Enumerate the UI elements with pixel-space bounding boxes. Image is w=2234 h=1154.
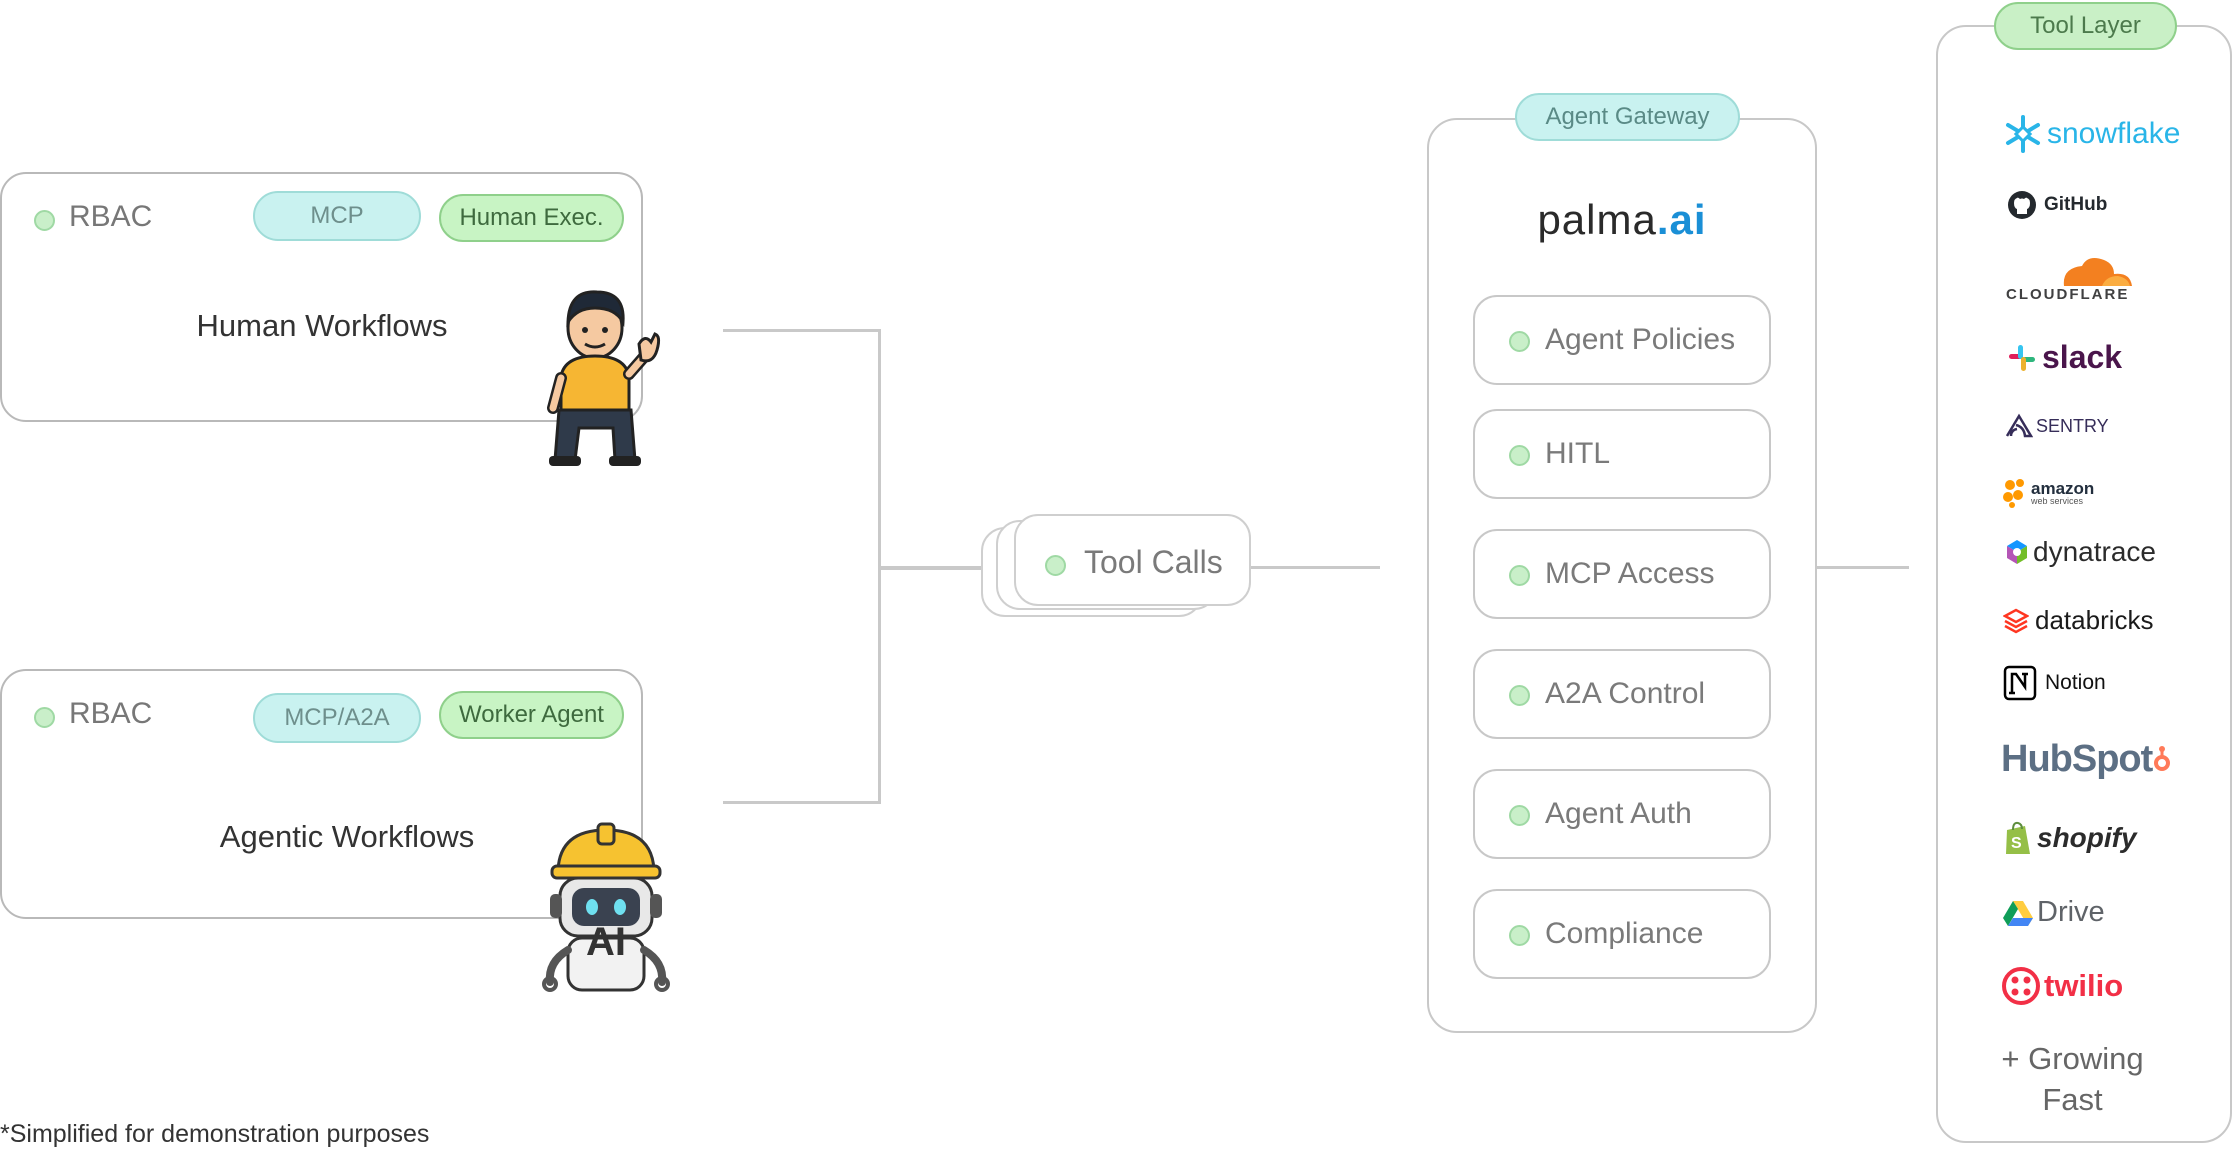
slack-icon	[2009, 344, 2035, 371]
policy-label: A2A Control	[1545, 677, 1706, 710]
policy-status-dot	[1509, 445, 1530, 466]
policy-status-dot	[1509, 685, 1530, 706]
connector-to-gateway	[1250, 566, 1380, 569]
connector-to-tool-calls	[881, 566, 981, 570]
rbac-status-dot	[34, 210, 55, 231]
policy-agent-policies: Agent Policies	[1473, 295, 1771, 385]
connector-vertical	[878, 329, 881, 804]
policy-agent-auth: Agent Auth	[1473, 769, 1771, 859]
brand-main: palma	[1537, 196, 1657, 243]
policy-status-dot	[1509, 925, 1530, 946]
agentic-workflows-title: Agentic Workflows	[219, 819, 475, 854]
sentry-icon	[2005, 413, 2033, 438]
logo-github: GitHub	[2007, 190, 2107, 220]
tool-calls-status-dot	[1045, 555, 1066, 576]
rbac-label: RBAC	[69, 697, 153, 730]
logo-notion: Notion	[2003, 665, 2106, 701]
policy-label: HITL	[1545, 437, 1611, 470]
human-exec-tag: Human Exec.	[439, 194, 624, 242]
policy-label: Compliance	[1545, 917, 1704, 950]
snowflake-icon	[2006, 115, 2040, 153]
robot-ai-badge: AI	[586, 920, 626, 964]
policy-label: MCP Access	[1545, 557, 1715, 590]
dynatrace-icon	[2007, 540, 2027, 564]
logo-sentry-label: SENTRY	[2036, 415, 2109, 436]
logo-drive-label: Drive	[2037, 896, 2105, 928]
logo-sentry: SENTRY	[2005, 413, 2109, 439]
tool-calls-card: Tool Calls	[1014, 514, 1251, 606]
mcp-a2a-tag: MCP/A2A	[253, 693, 421, 743]
logo-dynatrace: dynatrace	[2003, 536, 2156, 568]
logo-shopify-label: shopify	[2037, 822, 2137, 853]
worker-agent-tag: Worker Agent	[439, 691, 624, 739]
tool-calls-label: Tool Calls	[1084, 544, 1223, 580]
cloud-icon	[2063, 258, 2132, 286]
logo-databricks: databricks	[2003, 605, 2154, 636]
growing-fast-label: + Growing Fast	[2001, 1041, 2144, 1117]
logo-snowflake: snowflake	[2003, 114, 2180, 154]
human-workflows-title: Human Workflows	[196, 308, 448, 343]
agentic-workflows-panel: RBAC MCP/A2A Worker Agent Agentic Workfl…	[0, 669, 643, 919]
logo-cloudflare: CLOUDFLARE	[2006, 256, 2136, 303]
logo-shopify: S shopify	[2003, 820, 2137, 856]
logo-aws-sublabel: web services	[2031, 496, 2084, 506]
agent-gateway-header: Agent Gateway	[1515, 93, 1740, 141]
tool-layer-header: Tool Layer	[1994, 2, 2177, 50]
logo-twilio-label: twilio	[2044, 968, 2124, 1003]
human-workflows-panel: RBAC MCP Human Exec. Human Workflows	[0, 172, 643, 422]
tool-layer-panel	[1936, 25, 2232, 1143]
logo-notion-label: Notion	[2045, 671, 2106, 694]
robot-figure-icon	[542, 822, 670, 992]
aws-text: amazon web services	[2031, 480, 2094, 506]
palma-ai-logo: palma.ai	[1427, 196, 1817, 244]
policy-label: Agent Auth	[1545, 797, 1692, 830]
connector-human	[723, 329, 881, 332]
drive-icon	[2003, 900, 2033, 926]
logo-slack-label: slack	[2042, 339, 2123, 375]
svg-text:S: S	[2011, 835, 2022, 852]
policy-compliance: Compliance	[1473, 889, 1771, 979]
connector-to-tool-layer	[1817, 566, 1909, 569]
connector-agentic	[723, 801, 881, 804]
policy-a2a-control: A2A Control	[1473, 649, 1771, 739]
aws-icon	[2003, 479, 2024, 508]
logo-dynatrace-label: dynatrace	[2033, 536, 2156, 567]
logo-cloudflare-label: CLOUDFLARE	[2006, 286, 2130, 303]
human-figure-icon	[547, 290, 661, 466]
logo-drive: Drive	[2002, 896, 2105, 929]
policy-status-dot	[1509, 565, 1530, 586]
logo-aws-label: amazon	[2031, 479, 2095, 498]
mcp-tag: MCP	[253, 191, 421, 241]
footnote: *Simplified for demonstration purposes	[0, 1120, 430, 1148]
github-icon	[2008, 191, 2036, 219]
logo-hubspot-label: HubSpot	[2001, 738, 2153, 780]
policy-status-dot	[1509, 805, 1530, 826]
hubspot-icon	[2154, 745, 2171, 771]
policy-hitl: HITL	[1473, 409, 1771, 499]
twilio-icon	[2002, 967, 2040, 1005]
logo-slack: slack	[2006, 339, 2122, 376]
notion-icon	[2003, 665, 2037, 701]
logo-twilio: twilio	[2001, 966, 2123, 1006]
shopify-icon: S	[2006, 821, 2030, 854]
logo-hubspot: HubSpot	[2001, 738, 2172, 781]
brand-suffix: .ai	[1656, 196, 1707, 243]
databricks-icon	[2003, 608, 2029, 633]
logo-aws: amazon web services	[2002, 477, 2094, 509]
rbac-status-dot	[34, 707, 55, 728]
logo-databricks-label: databricks	[2035, 605, 2154, 635]
rbac-label: RBAC	[69, 200, 153, 233]
policy-label: Agent Policies	[1545, 323, 1736, 356]
policy-status-dot	[1509, 331, 1530, 352]
policy-mcp-access: MCP Access	[1473, 529, 1771, 619]
logo-snowflake-label: snowflake	[2047, 117, 2181, 150]
logo-github-label: GitHub	[2044, 194, 2108, 215]
